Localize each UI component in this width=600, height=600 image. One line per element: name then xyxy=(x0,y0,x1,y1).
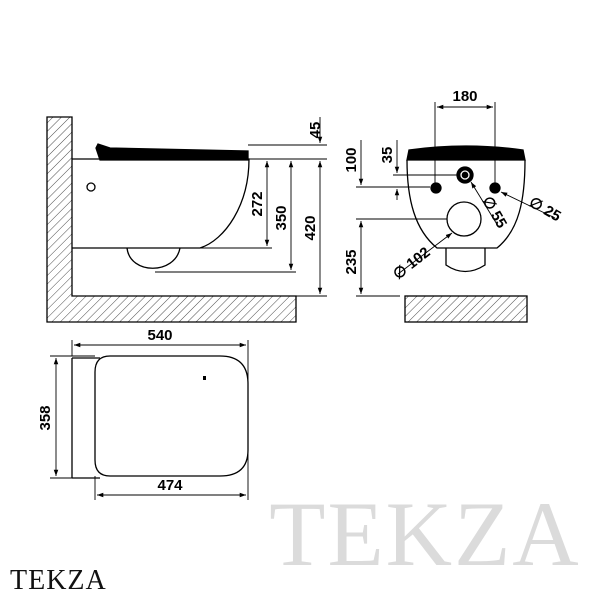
dim-25-group: ∅ 25 xyxy=(526,194,564,226)
dim-420: 420 xyxy=(302,215,319,240)
dim-102: 102 xyxy=(403,244,433,273)
dim-235: 235 xyxy=(343,249,360,274)
dim-100: 100 xyxy=(343,147,360,172)
dim-35: 35 xyxy=(379,147,396,164)
dim-102-group: ∅ 102 xyxy=(390,244,434,283)
front-view xyxy=(356,102,556,323)
dim-55-group: ∅ 55 xyxy=(479,194,511,232)
dim-25: 25 xyxy=(541,202,564,225)
watermark: TEKZA xyxy=(269,483,580,585)
wall-floor-section xyxy=(46,116,297,323)
hole-left xyxy=(430,182,442,194)
side-view xyxy=(46,116,327,323)
seat-top xyxy=(94,355,249,477)
fixing-hole xyxy=(86,182,96,192)
dim-180: 180 xyxy=(452,88,477,105)
seat-front xyxy=(406,145,526,161)
dim-272: 272 xyxy=(249,191,266,216)
bowl-front xyxy=(406,159,526,249)
bowl-side xyxy=(72,158,250,249)
spigot-front xyxy=(445,248,486,273)
top-view xyxy=(50,340,249,500)
tank-outline xyxy=(71,357,100,479)
seat-mark xyxy=(203,376,206,380)
dim-540: 540 xyxy=(147,327,172,344)
hole-center-inner xyxy=(460,170,470,180)
dim-358: 358 xyxy=(37,405,54,430)
outlet-circle xyxy=(446,201,482,237)
floor-section xyxy=(404,295,528,323)
brand-logo: TEKZA xyxy=(10,565,107,596)
hole-center xyxy=(456,166,474,184)
spigot-side xyxy=(126,247,181,269)
dim-45: 45 xyxy=(307,122,324,139)
dim-474: 474 xyxy=(157,477,183,494)
dim-55: 55 xyxy=(487,208,510,231)
seat-side xyxy=(95,143,249,161)
dim-350: 350 xyxy=(273,205,290,230)
